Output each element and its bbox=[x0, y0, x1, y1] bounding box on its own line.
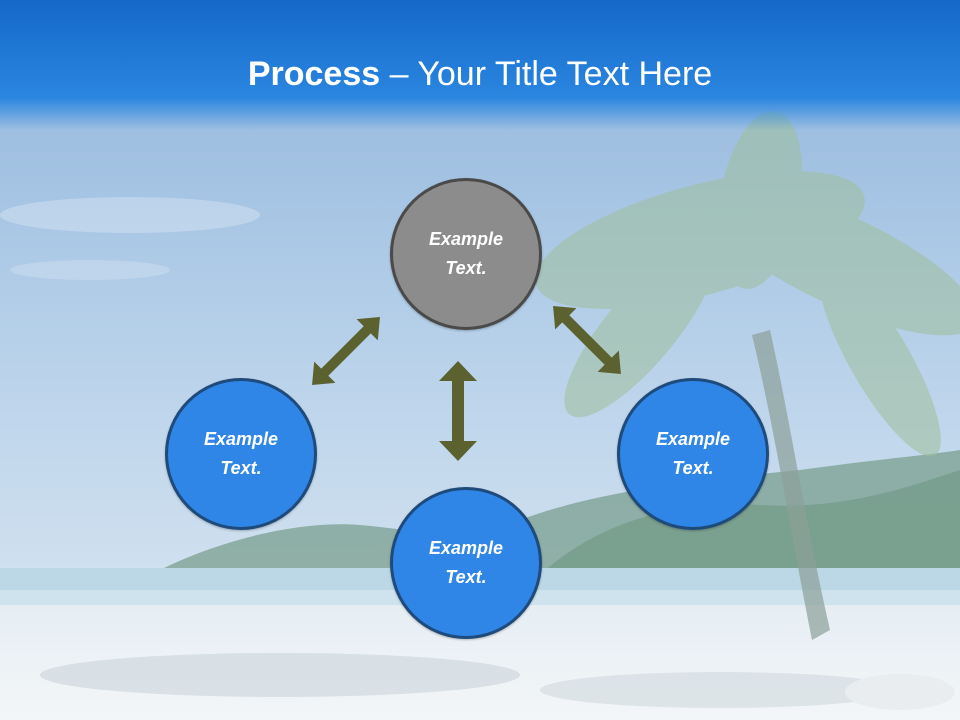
header-bar bbox=[0, 0, 960, 130]
node-right-label: Example Text. bbox=[655, 429, 731, 478]
double-arrow-vertical bbox=[439, 361, 477, 461]
slide-title: Process – Your Title Text Here bbox=[0, 52, 960, 96]
double-arrow-top-right bbox=[553, 306, 621, 374]
process-node-bottom: Example Text. bbox=[390, 487, 542, 639]
process-node-top: Example Text. bbox=[390, 178, 542, 330]
title-bold: Process bbox=[247, 55, 381, 93]
node-bottom-label: Example Text. bbox=[428, 538, 504, 587]
double-arrow-left-top bbox=[312, 317, 380, 385]
node-left-label: Example Text. bbox=[203, 429, 279, 478]
node-top-label: Example Text. bbox=[428, 229, 504, 278]
process-node-left: Example Text. bbox=[165, 378, 317, 530]
title-rest: – Your Title Text Here bbox=[380, 55, 713, 93]
process-node-right: Example Text. bbox=[617, 378, 769, 530]
